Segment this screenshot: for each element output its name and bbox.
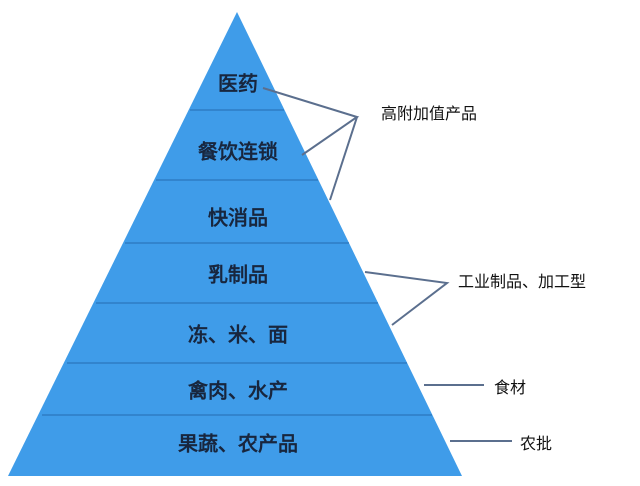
pyramid-shape: [8, 12, 462, 476]
level-restaurant-chain: 餐饮连锁: [198, 139, 278, 164]
annotation-high-value: 高附加值产品: [381, 104, 478, 123]
level-dairy: 乳制品: [208, 262, 268, 287]
level-frozen-rice-noodles: 冻、米、面: [188, 322, 288, 347]
annotation-industrial: 工业制品、加工型: [458, 272, 587, 291]
level-produce: 果蔬、农产品: [178, 431, 298, 456]
level-fmcg: 快消品: [208, 205, 268, 230]
level-medicine: 医药: [218, 71, 258, 96]
level-dividers: [42, 109, 432, 416]
annotation-ingredients: 食材: [494, 378, 527, 397]
connector-lines: [262, 87, 512, 442]
level-meat-seafood: 禽肉、水产: [188, 378, 288, 403]
annotation-wholesale: 农批: [520, 434, 553, 453]
